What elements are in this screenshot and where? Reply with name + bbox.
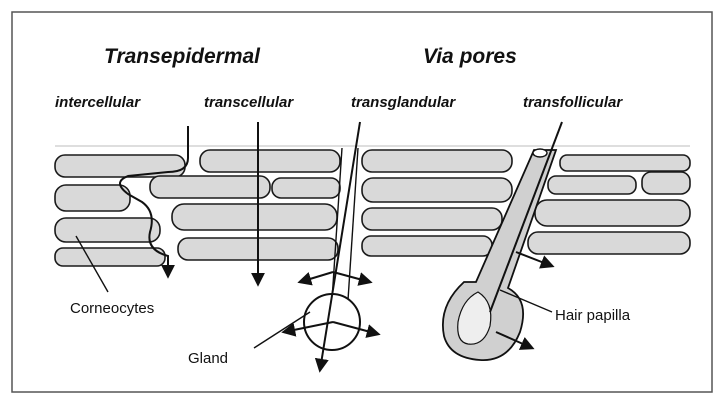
corneocyte [560,155,690,171]
label-gland: Gland [188,350,228,367]
corneocyte [362,178,512,202]
corneocyte [200,150,340,172]
corneocyte [172,204,337,230]
gland-leader [254,312,310,348]
route-transcellular: transcellular [204,94,294,111]
corneocyte [55,185,130,211]
corneocyte [642,172,690,194]
corneocyte [362,236,492,256]
gland-arrow [333,272,370,282]
corneocyte [528,232,690,254]
corneocyte [55,218,160,242]
route-intercellular: intercellular [55,94,141,111]
corneocyte [548,176,636,194]
corneocytes-middle [362,150,512,256]
label-corneocytes: Corneocytes [70,300,154,317]
corneocytes-right [528,155,690,254]
corneocyte [55,155,185,177]
label-hair-papilla: Hair papilla [555,307,631,324]
corneocyte [362,150,512,172]
corneocyte [55,248,165,266]
header-transepidermal: Transepidermal [104,45,261,68]
corneocyte [535,200,690,226]
corneocyte [150,176,270,198]
route-transglandular: transglandular [351,94,456,111]
corneocyte [272,178,340,198]
follicle-opening-icon [533,149,547,157]
gland-arrow [300,272,333,282]
corneocytes-left [55,150,340,266]
corneocyte [362,208,502,230]
route-transfollicular: transfollicular [523,94,623,111]
header-via-pores: Via pores [423,45,517,68]
